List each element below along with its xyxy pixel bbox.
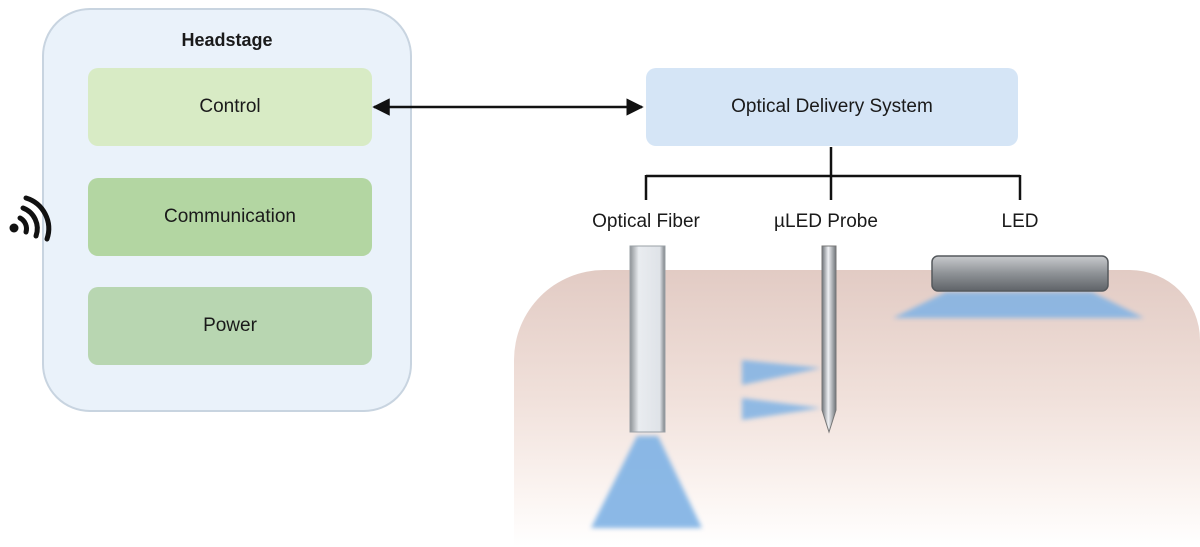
communication-module: Communication	[88, 178, 372, 256]
control-module: Control	[88, 68, 372, 146]
optical-delivery-system-box: Optical Delivery System	[646, 68, 1018, 146]
wifi-icon	[9, 195, 52, 242]
optical-fiber-label: Optical Fiber	[592, 211, 700, 232]
headstage-container: Headstage Control Communication Power	[42, 8, 412, 412]
uled-light-upper	[742, 360, 821, 385]
uled-probe-shank	[821, 245, 837, 434]
headstage-title: Headstage	[181, 30, 273, 50]
uled-probe-label: µLED Probe	[774, 211, 878, 232]
power-module: Power	[88, 287, 372, 365]
fiber-light-cone	[591, 436, 702, 528]
surface-led	[931, 255, 1109, 292]
led-label: LED	[1001, 211, 1039, 232]
branch-connector	[644, 147, 1022, 200]
uled-light-lower	[742, 398, 821, 420]
led-light-spread	[893, 292, 1144, 318]
optical-fiber	[629, 245, 666, 433]
